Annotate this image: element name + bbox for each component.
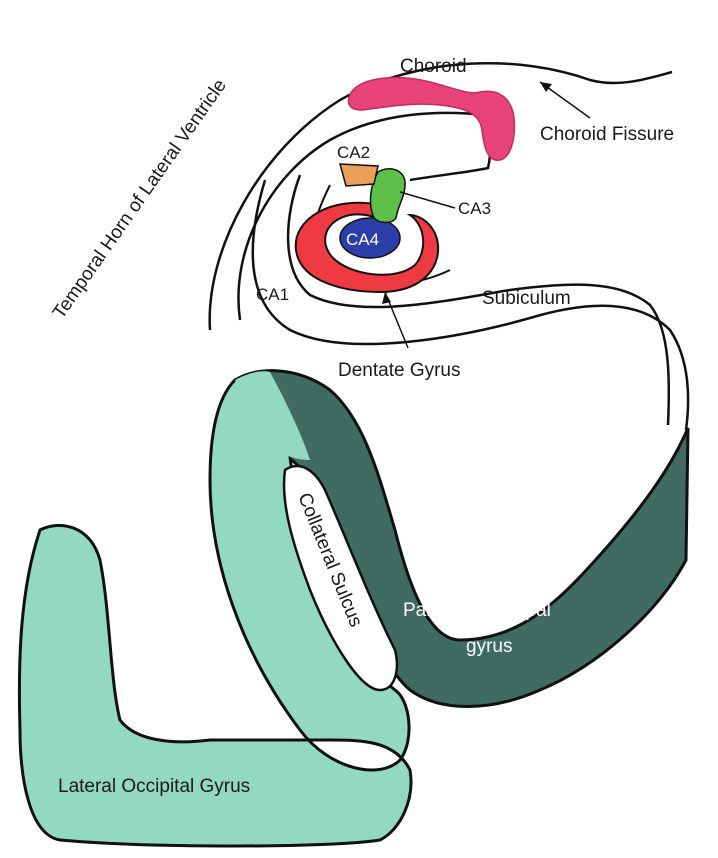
label-dentate-gyrus: Dentate Gyrus [338,360,461,381]
label-ca3: CA3 [458,199,491,218]
label-temporal-horn: Temporal Horn of Lateral Ventricle [49,76,231,323]
label-ca4: CA4 [346,230,379,249]
label-subiculum: Subiculum [482,288,571,309]
label-parahippocampal: Parahippocampal [403,600,551,621]
label-lateral-occipital-gyrus: Lateral Occipital Gyrus [58,776,250,797]
label-ca1: CA1 [256,285,289,304]
label-parahippocampal-gyrus: gyrus [466,636,512,657]
label-ca2: CA2 [337,143,370,162]
label-choroid: Choroid [400,56,467,77]
label-choroid-fissure: Choroid Fissure [540,124,674,145]
choroid-plexus [349,78,515,161]
ca3-pointer [400,192,455,208]
ca2-region [340,164,378,186]
choroid-fissure-arrowhead [540,82,552,92]
